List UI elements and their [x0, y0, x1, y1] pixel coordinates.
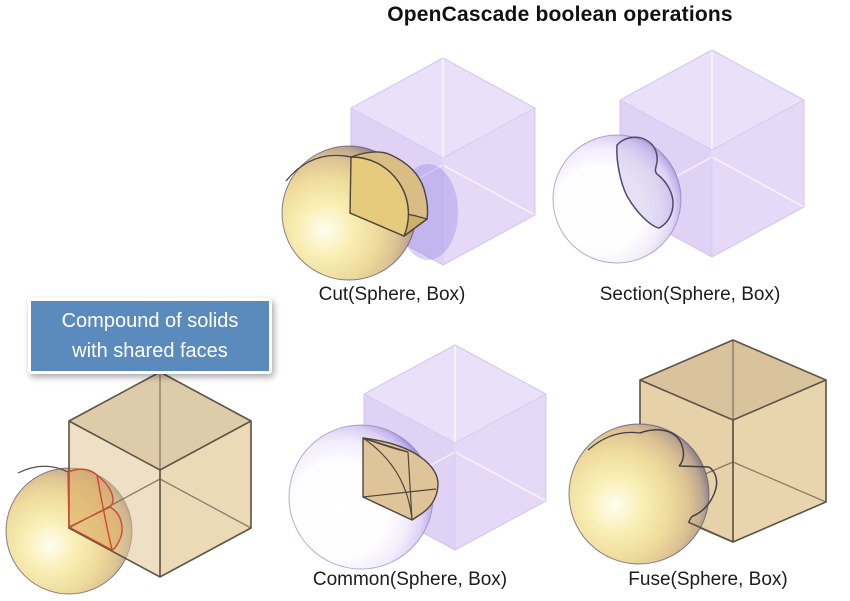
fuse-sphere-icon	[568, 423, 710, 565]
fuse-box-front-edge	[687, 521, 734, 543]
fuse-seam-icon	[587, 429, 718, 523]
figure-fuse	[568, 339, 827, 565]
caption-fuse: Fuse(Sphere, Box)	[628, 569, 788, 590]
caption-common: Common(Sphere, Box)	[312, 569, 508, 590]
section-curve-icon	[616, 136, 674, 229]
caption-cut: Cut(Sphere, Box)	[318, 284, 466, 305]
page-title: OpenCascade boolean operations	[387, 3, 733, 26]
figure-common	[288, 344, 547, 570]
figure-compound	[5, 371, 252, 595]
compound-callout: Compound of solids with shared faces	[28, 298, 272, 374]
compound-box-icon	[68, 371, 252, 578]
figure-cut	[281, 57, 536, 281]
common-wedge-icon	[362, 437, 439, 521]
callout-line-2: with shared faces	[72, 340, 228, 362]
cut-wedge-icon	[285, 151, 429, 237]
caption-section: Section(Sphere, Box)	[599, 284, 781, 305]
compound-sphere-rim	[17, 465, 69, 474]
figure-section	[552, 49, 805, 264]
callout-line-1: Compound of solids	[61, 310, 239, 332]
section-sphere-icon	[552, 134, 682, 264]
compound-shared-face-curve-icon	[67, 468, 123, 551]
